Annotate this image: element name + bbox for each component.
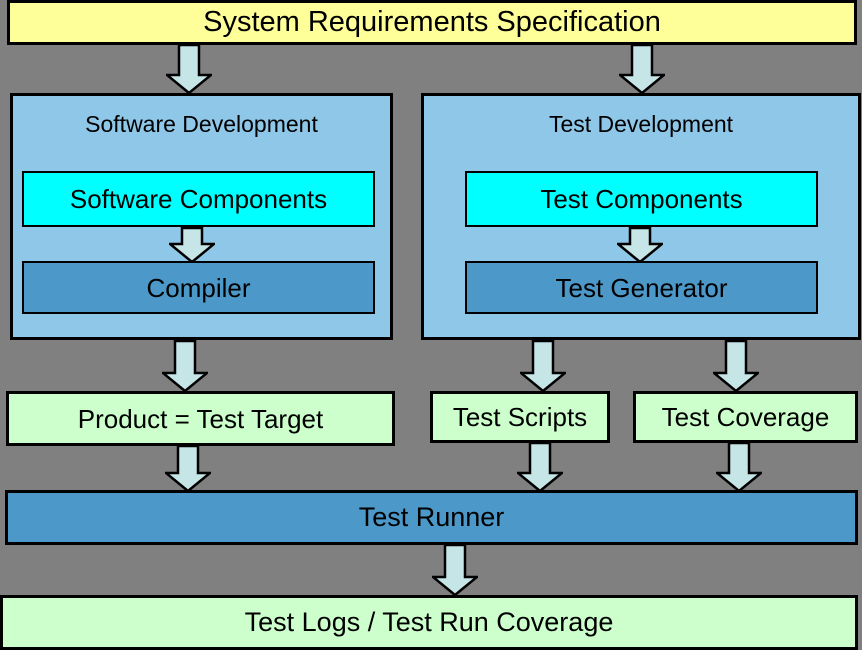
down-arrow-icon <box>432 544 478 596</box>
test-generator-box: Test Generator <box>465 261 818 314</box>
down-arrow-icon <box>169 227 215 263</box>
software-development-label: Software Development <box>85 110 318 137</box>
system-requirements-specification-box: System Requirements Specification <box>7 0 857 45</box>
down-arrow-icon <box>166 44 212 94</box>
down-arrow-icon <box>517 442 563 492</box>
test-development-label: Test Development <box>548 110 734 137</box>
product-test-target-box: Product = Test Target <box>6 391 395 446</box>
down-arrow-icon <box>716 442 762 492</box>
test-components-box: Test Components <box>465 171 818 227</box>
compiler-box: Compiler <box>22 261 375 314</box>
software-components-box: Software Components <box>22 171 375 227</box>
test-scripts-box: Test Scripts <box>430 391 610 443</box>
test-runner-box: Test Runner <box>5 490 858 545</box>
down-arrow-icon <box>713 340 759 392</box>
down-arrow-icon <box>162 340 208 392</box>
down-arrow-icon <box>617 227 663 263</box>
down-arrow-icon <box>520 340 566 392</box>
test-logs-box: Test Logs / Test Run Coverage <box>0 595 858 650</box>
down-arrow-icon <box>619 44 665 94</box>
test-coverage-box: Test Coverage <box>633 391 858 443</box>
down-arrow-icon <box>165 445 211 492</box>
